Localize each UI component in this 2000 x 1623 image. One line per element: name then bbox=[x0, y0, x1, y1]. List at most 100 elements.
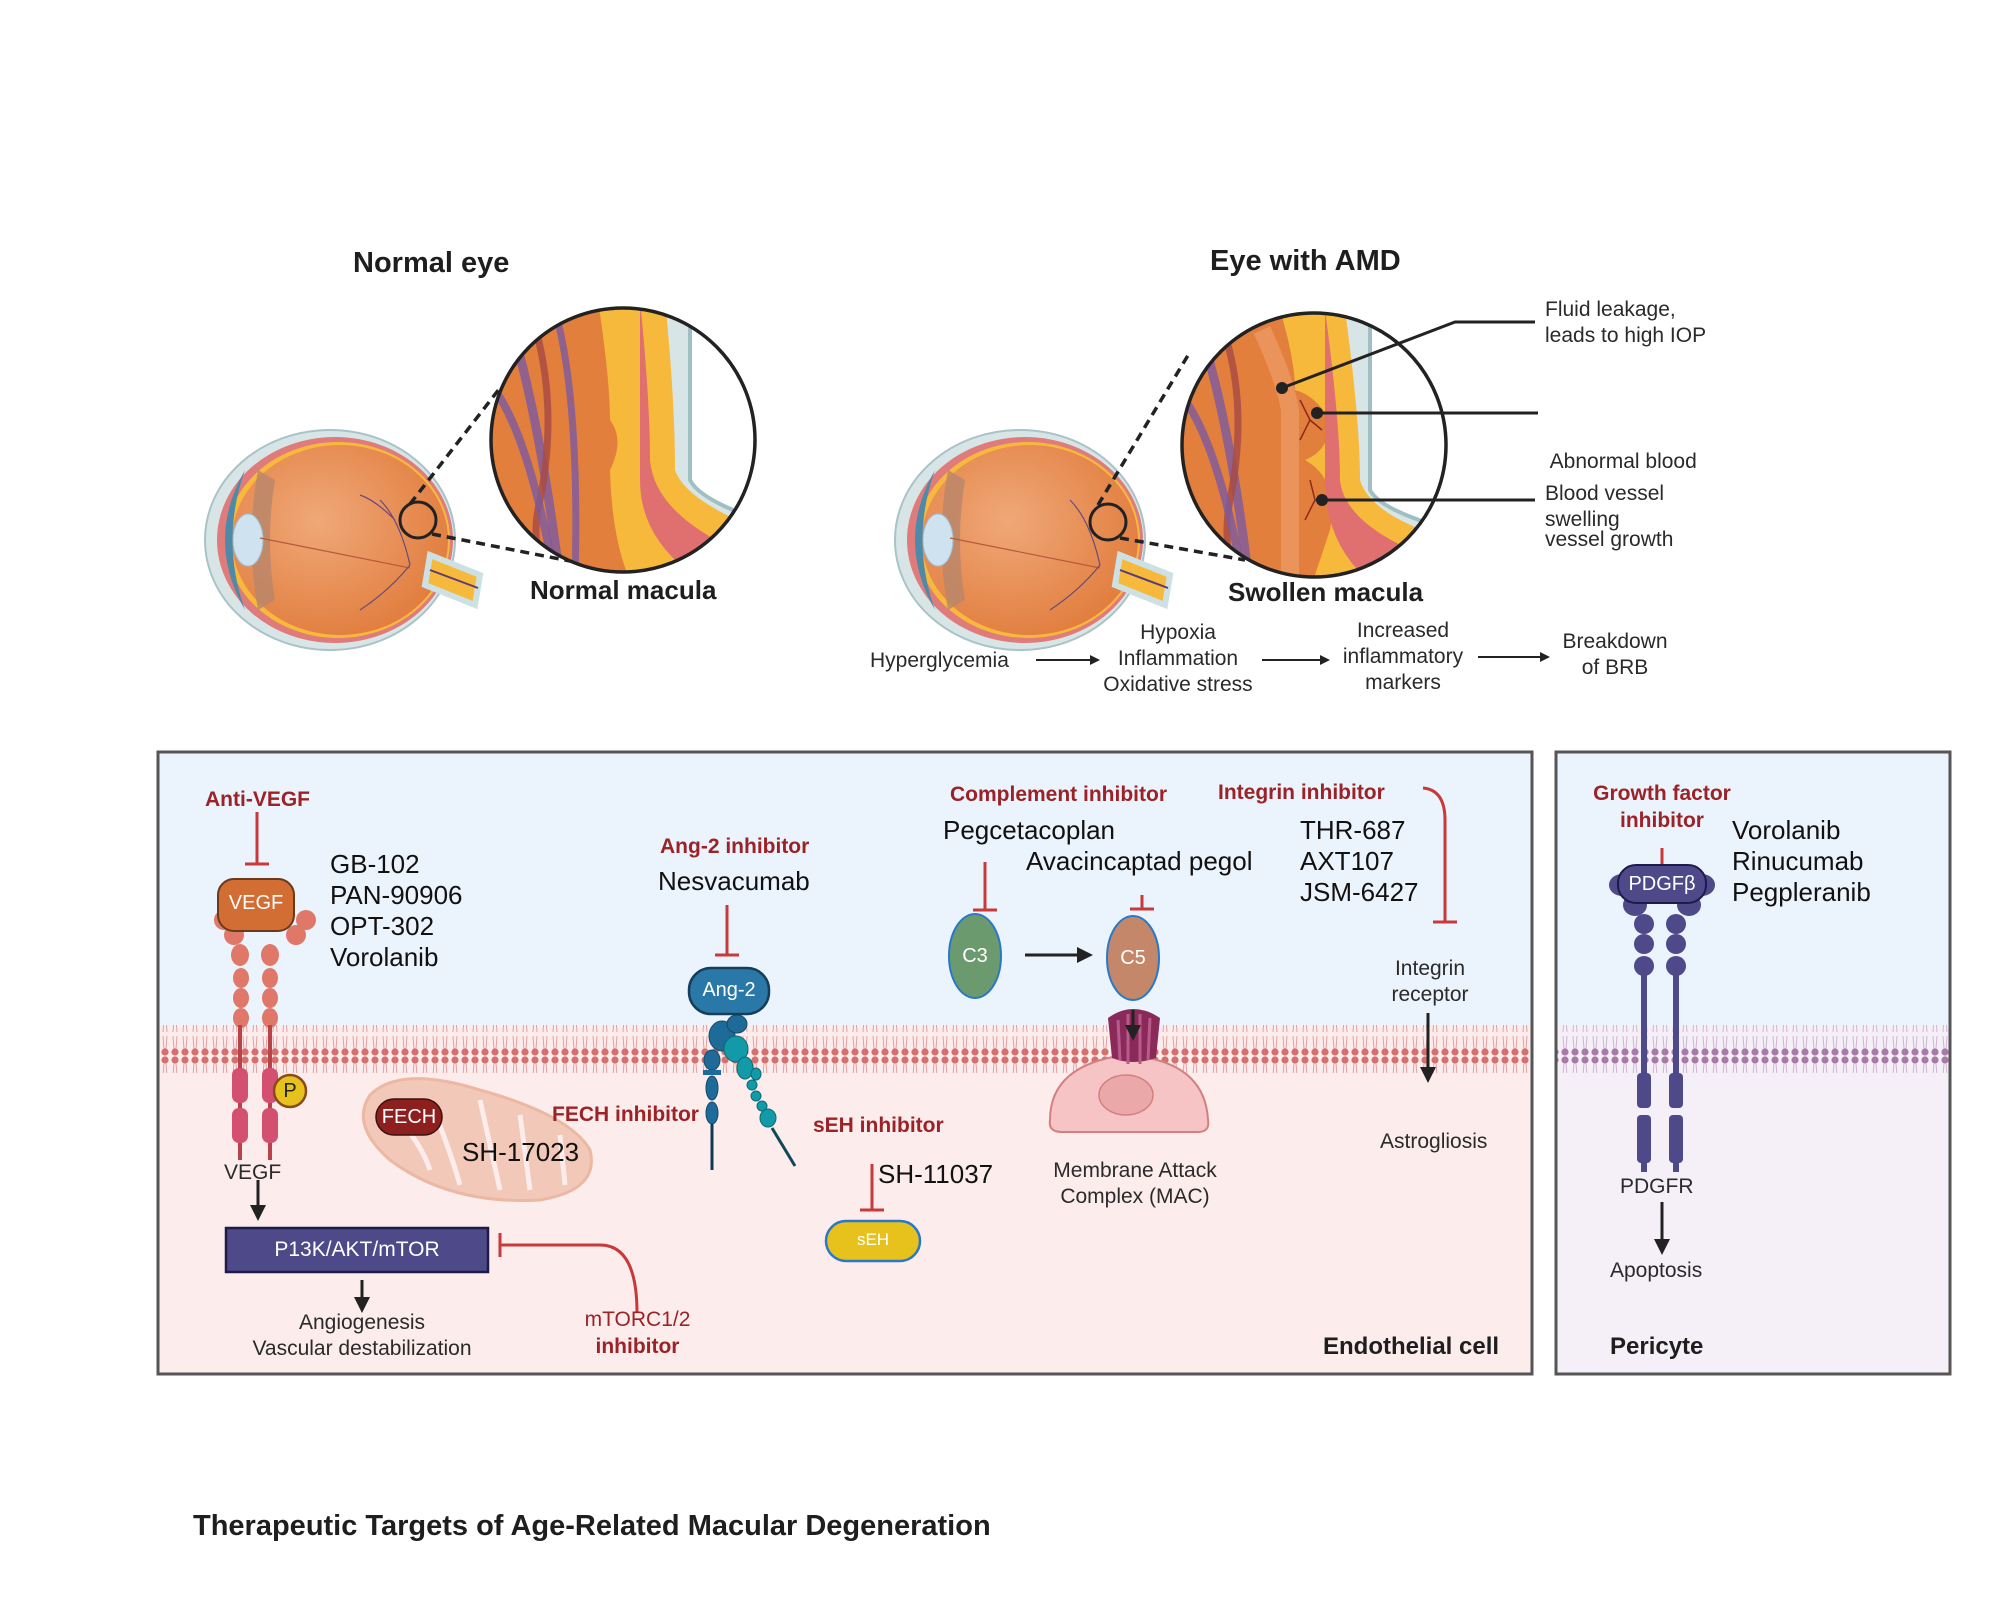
pericyte-label: Pericyte bbox=[1610, 1333, 1704, 1360]
pericyte-membrane bbox=[1556, 1025, 1950, 1073]
callout-line: leads to high IOP bbox=[1545, 324, 1707, 347]
outcome-text: Vascular destabilization bbox=[252, 1337, 472, 1360]
mtor-inhibitor-line2: inhibitor bbox=[595, 1335, 680, 1358]
fech-inhibitor-label: FECH inhibitor bbox=[552, 1103, 699, 1126]
drug-item: OPT-302 bbox=[330, 911, 435, 941]
c5-oval bbox=[1106, 915, 1160, 1001]
astrogliosis-label: Astrogliosis bbox=[1380, 1130, 1488, 1153]
drug-item: Vorolanib bbox=[330, 942, 439, 972]
integrin-drug-list: THR-687 AXT107 JSM-6427 bbox=[1300, 815, 1419, 908]
phospho-icon bbox=[272, 1073, 308, 1109]
mac-label: Membrane Attack Complex (MAC) bbox=[1030, 1158, 1240, 1210]
drug-item: Pegpleranib bbox=[1732, 877, 1871, 907]
c5-label: C5 bbox=[1120, 947, 1146, 969]
integrin-receptor-line: Integrin bbox=[1394, 957, 1466, 980]
pdgfb-label: PDGFβ bbox=[1628, 873, 1696, 895]
seh-inhibit-bar bbox=[860, 1164, 884, 1212]
flow-step-text: inflammatory bbox=[1342, 645, 1464, 668]
complement-inhibitor-label: Complement inhibitor bbox=[950, 783, 1167, 806]
fech-label: FECH bbox=[381, 1106, 437, 1128]
vegf-ligand bbox=[217, 878, 295, 932]
c3-oval bbox=[948, 913, 1002, 999]
swollen-macula-label: Swollen macula bbox=[1228, 577, 1424, 607]
eye-globe bbox=[232, 445, 448, 635]
flow-step-hypoxia: Hypoxia Inflammation Oxidative stress bbox=[1093, 620, 1263, 698]
mac-label-line: Complex (MAC) bbox=[1060, 1185, 1210, 1208]
c3-inhibit-bar bbox=[973, 862, 997, 912]
eye-cornea bbox=[225, 470, 245, 610]
pi3k-pathway-box bbox=[224, 1226, 490, 1274]
ang2-drug: Nesvacumab bbox=[658, 866, 810, 896]
outcome-text: Angiogenesis bbox=[298, 1311, 426, 1334]
inhibition-marks bbox=[245, 786, 1674, 1314]
callout-vessel-swelling: Blood vessel swelling bbox=[1545, 481, 1664, 533]
flow-step-text: Breakdown bbox=[1562, 630, 1668, 653]
pericyte-drug-list: Vorolanib Rinucumab Pegpleranib bbox=[1732, 815, 1871, 908]
flow-arrows bbox=[1036, 652, 1550, 665]
pi3k-pathway-label: P13K/AKT/mTOR bbox=[274, 1238, 440, 1261]
ang2-label: Ang-2 bbox=[702, 979, 756, 1001]
mtor-inhibitor-line1: mTORC1/2 bbox=[584, 1308, 691, 1331]
drug-item: Vorolanib bbox=[1732, 815, 1841, 845]
integrin-receptor-label: Integrin receptor bbox=[1370, 956, 1490, 1008]
drug-item: JSM-6427 bbox=[1300, 877, 1419, 907]
normal-macula-zoom-circle bbox=[489, 306, 757, 574]
amd-eye-illustration bbox=[894, 351, 1246, 651]
callout-line: Blood vessel bbox=[1545, 482, 1665, 505]
vegf-receptor bbox=[214, 878, 316, 1160]
endothelial-membrane bbox=[158, 1025, 1532, 1073]
flow-step-text: markers bbox=[1365, 671, 1441, 694]
callout-line: Abnormal blood bbox=[1545, 450, 1697, 473]
mac-label-line: Membrane Attack bbox=[1053, 1159, 1217, 1182]
optic-nerve bbox=[421, 550, 484, 610]
drug-item: GB-102 bbox=[330, 849, 420, 879]
growth-factor-inhibitor-line2: inhibitor bbox=[1620, 809, 1704, 832]
pdgfb-pill bbox=[1617, 864, 1707, 904]
tie2-receptor bbox=[703, 1014, 797, 1170]
vegf-receptor-label: VEGF bbox=[224, 1161, 282, 1184]
c5-drug: Avacincaptad pegol bbox=[1026, 846, 1253, 876]
flow-step-text: Hypoxia bbox=[1140, 621, 1216, 644]
callout-line: vessel growth bbox=[1545, 528, 1674, 551]
integrin-inhibit-bar bbox=[1422, 786, 1457, 924]
callout-line: swelling bbox=[1545, 508, 1620, 531]
drug-item: AXT107 bbox=[1300, 846, 1394, 876]
amd-eye-title: Eye with AMD bbox=[1210, 245, 1401, 277]
ang2-pill bbox=[687, 966, 771, 1016]
normal-eye-title: Normal eye bbox=[353, 247, 510, 279]
ang2-inhibitor-label: Ang-2 inhibitor bbox=[660, 835, 810, 858]
drug-item: THR-687 bbox=[1300, 815, 1406, 845]
amd-callouts bbox=[1276, 320, 1538, 506]
mac-cell bbox=[1048, 1009, 1210, 1133]
flow-step-text: of BRB bbox=[1581, 656, 1649, 679]
flow-step-text: Hyperglycemia bbox=[870, 649, 1009, 672]
flow-step-text: Increased bbox=[1356, 619, 1450, 642]
vegf-ligand-label: VEGF bbox=[228, 892, 284, 914]
endothelial-cell-panel bbox=[156, 750, 1534, 1376]
callout-abnormal-vessel: Abnormal blood vessel growth bbox=[1545, 397, 1697, 579]
flow-step-markers: Increased inflammatory markers bbox=[1323, 618, 1483, 696]
growth-factor-inhibitor-label: Growth factor inhibitor bbox=[1577, 780, 1747, 834]
magnify-spot bbox=[398, 500, 438, 540]
callout-line: Fluid leakage, bbox=[1545, 298, 1676, 321]
seh-label: sEH bbox=[856, 1230, 890, 1249]
integrin-receptor-line: receptor bbox=[1391, 983, 1469, 1006]
fech-pill bbox=[375, 1098, 443, 1136]
phospho-label: P bbox=[283, 1080, 297, 1102]
integrin-inhibitor-label: Integrin inhibitor bbox=[1218, 781, 1385, 804]
mtor-inhibit-bar bbox=[498, 1233, 639, 1314]
callout-fluid-leakage: Fluid leakage, leads to high IOP bbox=[1545, 297, 1706, 349]
anti-vegf-drug-list: GB-102 PAN-90906 OPT-302 Vorolanib bbox=[330, 849, 463, 973]
normal-eye-illustration bbox=[204, 386, 581, 651]
c5-inhibit-bar bbox=[1130, 895, 1154, 911]
flow-step-text: Inflammation bbox=[1117, 647, 1239, 670]
swollen-macula-zoom bbox=[1182, 313, 1446, 577]
flow-step-text: Oxidative stress bbox=[1103, 673, 1253, 696]
flow-step-hyperglycemia: Hyperglycemia bbox=[870, 648, 1009, 674]
apoptosis-label: Apoptosis bbox=[1610, 1259, 1703, 1282]
figure-title: Therapeutic Targets of Age-Related Macul… bbox=[193, 1510, 991, 1542]
drug-item: Rinucumab bbox=[1732, 846, 1864, 876]
c3-drug: Pegcetacoplan bbox=[943, 815, 1116, 845]
normal-macula-label: Normal macula bbox=[530, 575, 717, 605]
drug-item: PAN-90906 bbox=[330, 880, 463, 910]
